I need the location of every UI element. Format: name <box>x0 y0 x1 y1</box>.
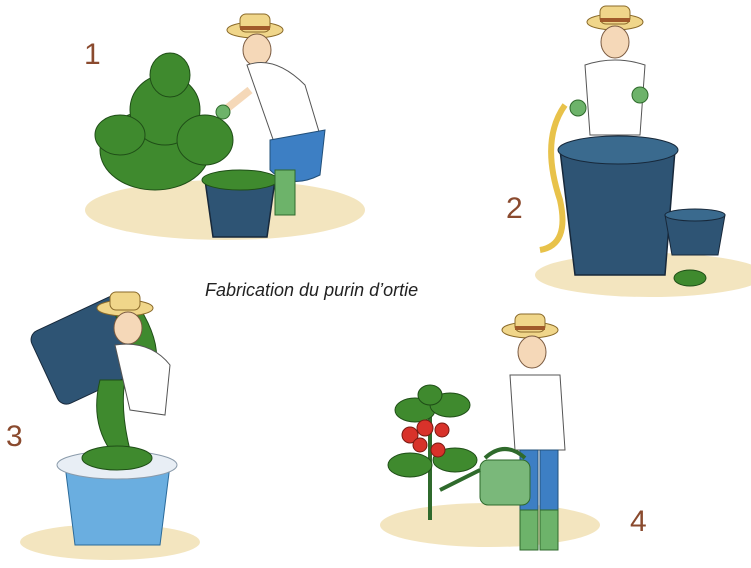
nettle-plant <box>95 53 233 190</box>
step-number-2: 2 <box>506 192 523 226</box>
illustration-step-4-watering <box>380 300 640 568</box>
gardener <box>570 6 648 135</box>
tomato-plant <box>388 385 477 520</box>
barrel <box>560 150 675 275</box>
illustration-step-2-water <box>530 0 751 300</box>
illustration-step-1-harvest <box>75 0 375 250</box>
garden-hose <box>540 105 565 250</box>
illustration-step-3-pour <box>20 290 220 568</box>
caption: Fabrication du purin d’ortie <box>205 280 418 301</box>
nettle-leaf <box>674 270 706 286</box>
tomatoes <box>402 420 449 457</box>
ground-patch <box>380 503 600 547</box>
